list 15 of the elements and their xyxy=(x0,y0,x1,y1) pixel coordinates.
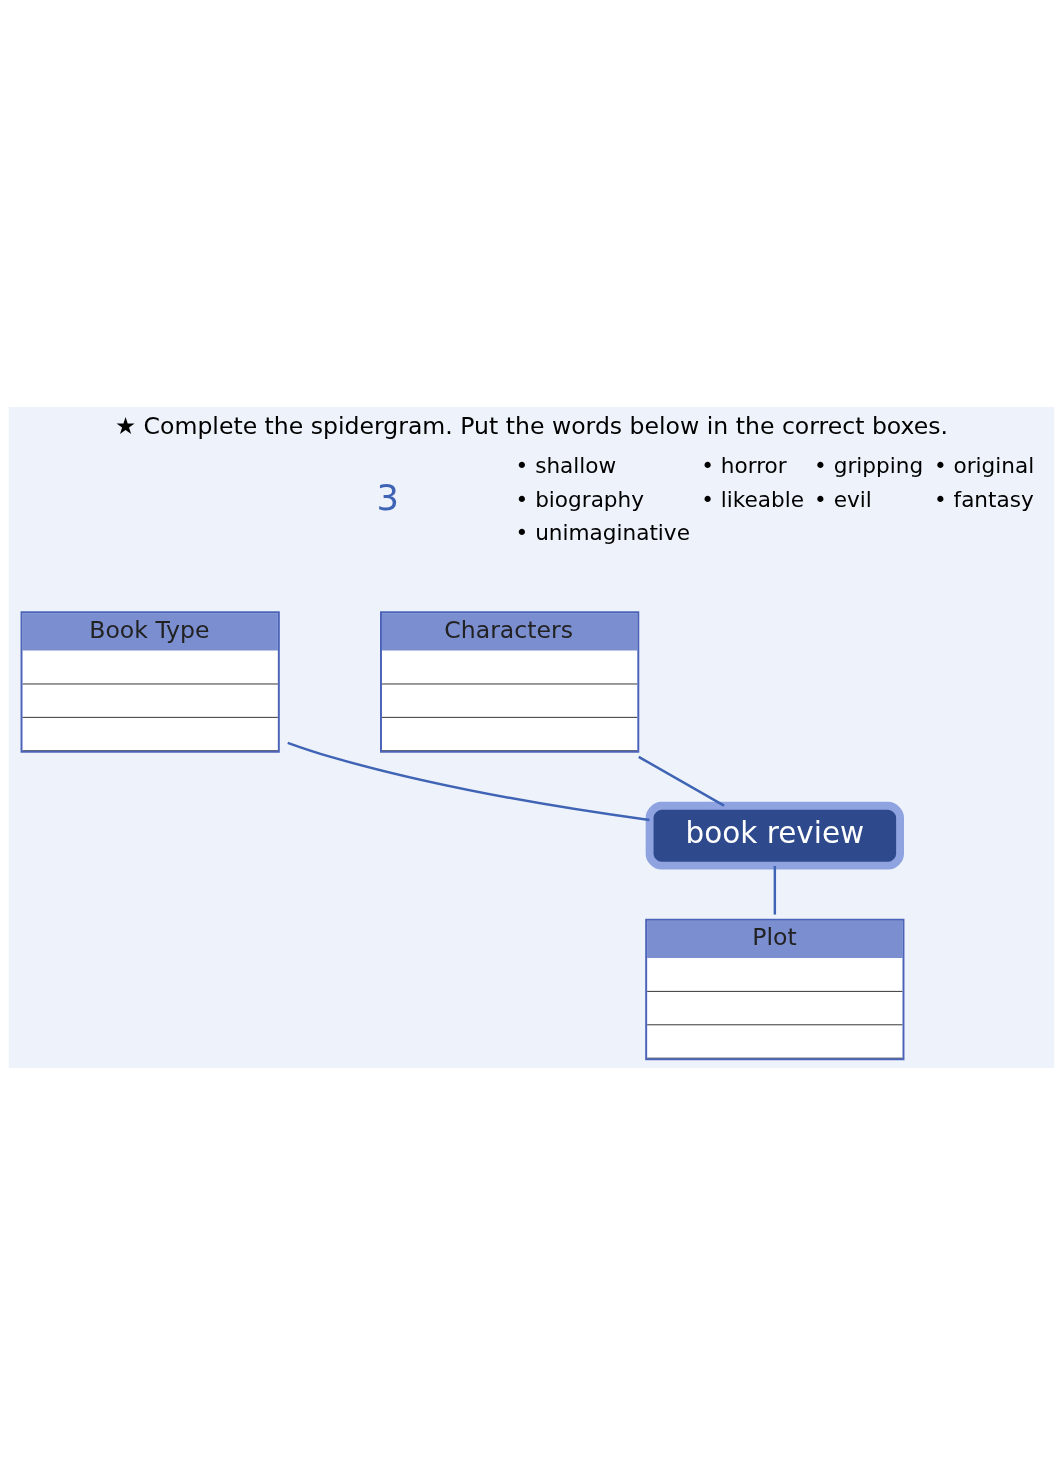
connector xyxy=(773,865,777,915)
node-box: book review xyxy=(645,801,904,870)
label: • biography xyxy=(515,486,645,512)
label: • horror xyxy=(701,452,787,478)
label: • gripping xyxy=(814,452,924,478)
connector xyxy=(287,741,650,821)
label: • original xyxy=(933,452,1035,478)
label: 3 xyxy=(376,476,400,518)
label: • fantasy xyxy=(933,486,1034,512)
connector xyxy=(638,755,725,807)
label: • unimaginative xyxy=(515,519,690,545)
label: • likeable xyxy=(701,486,805,512)
label: • shallow xyxy=(515,452,617,478)
label: • evil xyxy=(814,486,872,512)
diagram-title: ★ Complete the spidergram. Put the words below in the correct boxes. xyxy=(114,411,949,440)
